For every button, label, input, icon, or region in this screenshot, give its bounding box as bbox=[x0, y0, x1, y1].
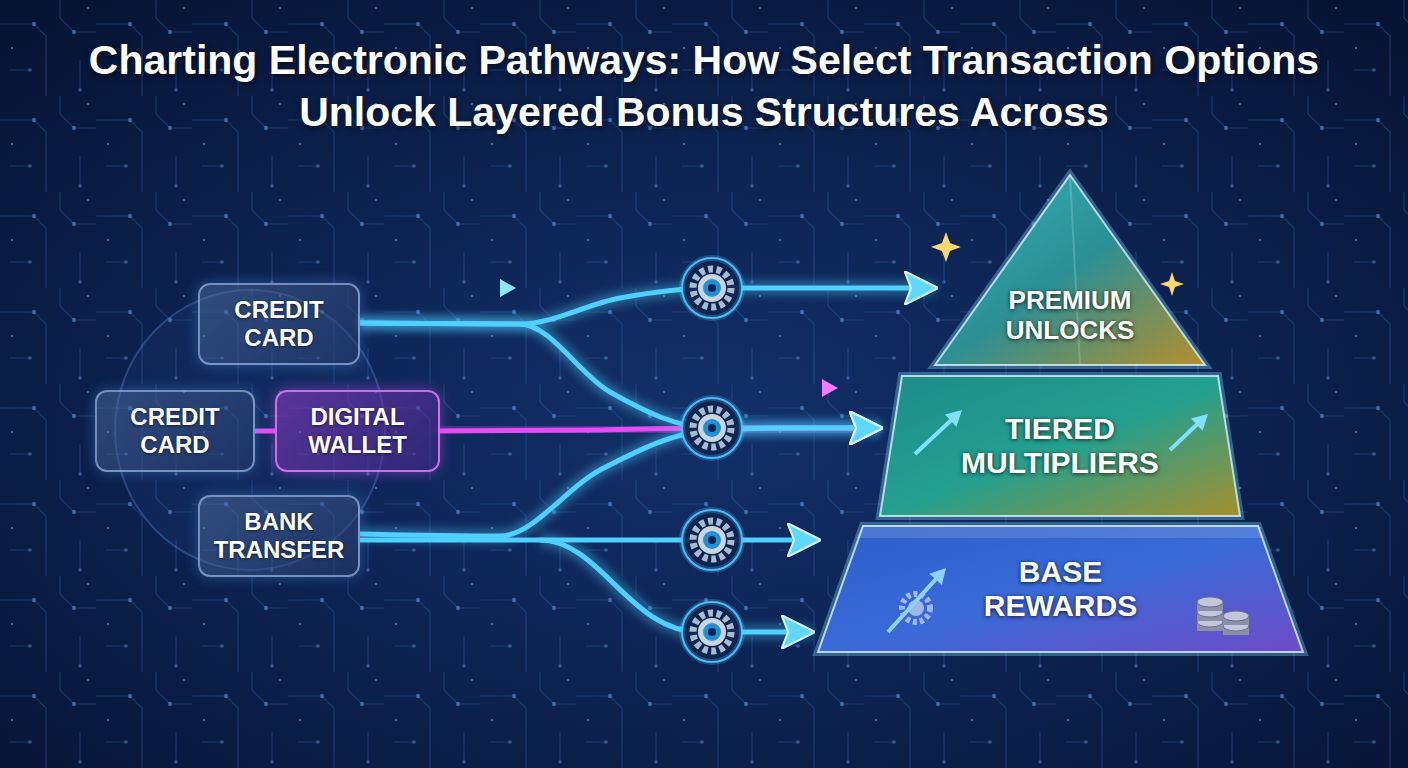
sparkle bbox=[1160, 272, 1184, 296]
reward-tier: TIERED MULTIPLIERS bbox=[880, 376, 1240, 516]
rise-arrow-head bbox=[1191, 414, 1208, 431]
flow-connector bbox=[255, 431, 275, 432]
sparkle bbox=[931, 232, 961, 262]
coin-stack bbox=[1197, 597, 1249, 635]
rise-arrow bbox=[888, 574, 941, 632]
rise-arrow-head bbox=[929, 568, 946, 585]
option-label: CREDIT CARD bbox=[215, 296, 343, 352]
flow-arrow bbox=[750, 379, 838, 397]
payment-option-box: DIGITAL WALLET bbox=[275, 390, 440, 472]
connector-line bbox=[360, 538, 818, 543]
tier-glow bbox=[818, 526, 1303, 652]
branch-connector bbox=[540, 540, 812, 632]
gear-icon bbox=[682, 258, 742, 318]
connector-glow bbox=[360, 533, 818, 547]
payment-option-box: CREDIT CARD bbox=[95, 390, 255, 472]
payment-option-box: CREDIT CARD bbox=[198, 283, 360, 365]
tier-decoration bbox=[856, 526, 1265, 635]
top-face bbox=[856, 526, 1265, 538]
tier-body bbox=[880, 376, 1240, 516]
tier-label: TIERED MULTIPLIERS bbox=[950, 412, 1170, 480]
option-label: CREDIT CARD bbox=[111, 403, 239, 459]
gear-icon bbox=[682, 602, 742, 662]
option-label: BANK TRANSFER bbox=[209, 508, 349, 564]
flow-arrow bbox=[430, 279, 516, 297]
flow-connector bbox=[360, 540, 818, 541]
gear-icon bbox=[682, 510, 742, 570]
reward-tier: BASE REWARDS bbox=[818, 526, 1303, 652]
payment-option-box: BANK TRANSFER bbox=[198, 495, 360, 577]
tier-glow bbox=[935, 175, 1205, 365]
tier-body bbox=[935, 175, 1205, 365]
gear-icon bbox=[682, 398, 742, 458]
rise-arrow bbox=[915, 415, 956, 454]
rise-arrow-head bbox=[945, 410, 962, 427]
option-label: DIGITAL WALLET bbox=[294, 403, 422, 459]
connector-glow bbox=[255, 424, 275, 438]
tier-glow bbox=[880, 376, 1240, 516]
reward-tier: PREMIUM UNLOCKS bbox=[935, 175, 1205, 365]
tier-label: BASE REWARDS bbox=[966, 555, 1156, 623]
connector-line bbox=[255, 429, 275, 434]
diagram-title: Charting Electronic Pathways: How Select… bbox=[40, 34, 1368, 138]
tier-body bbox=[818, 526, 1303, 652]
tier-label: PREMIUM UNLOCKS bbox=[995, 285, 1145, 345]
